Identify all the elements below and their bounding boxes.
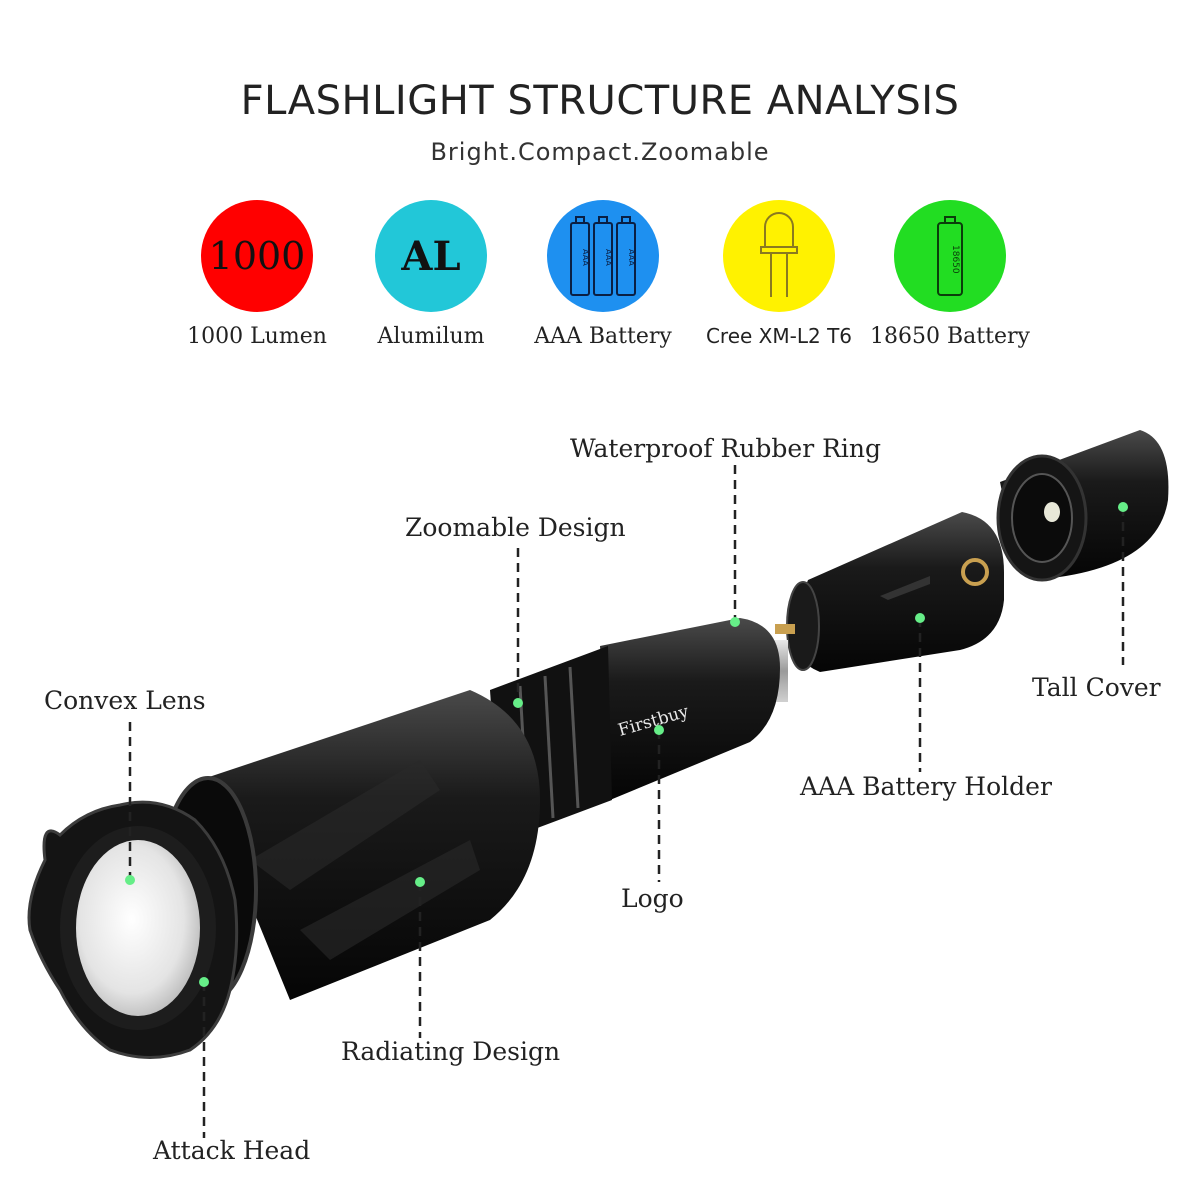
dot-zoomable-design [513, 698, 523, 708]
flashlight-body: Firstbuy [158, 618, 788, 1004]
led-bulb-icon [760, 212, 798, 297]
page-subtitle: Bright.Compact.Zoomable [430, 138, 770, 166]
dot-battery-holder [915, 613, 925, 623]
callout-logo: Logo [621, 884, 684, 913]
tail-cover [996, 430, 1169, 582]
page-title: FLASHLIGHT STRUCTURE ANALYSIS [240, 78, 960, 124]
feature-label-aluminum: Alumilum [377, 324, 485, 349]
feature-aaa-battery: AAA AAA AAA AAA Battery [503, 200, 703, 349]
aaa-text-1: AAA [581, 249, 590, 266]
attack-head [27, 800, 239, 1059]
18650-battery-badge: 18650 [894, 200, 1006, 312]
marker-dots [125, 502, 1128, 987]
battery-holder [775, 512, 1004, 672]
callout-zoomable-design: Zoomable Design [405, 513, 626, 542]
aaa-text-2: AAA [604, 249, 613, 266]
feature-label-18650: 18650 Battery [870, 324, 1030, 349]
aaa-battery-badge: AAA AAA AAA [547, 200, 659, 312]
callout-convex-lens: Convex Lens [44, 686, 206, 715]
feature-lumen: 1000 1000 Lumen [157, 200, 357, 349]
feature-cree-led: Cree XM-L2 T6 [679, 200, 879, 348]
18650-battery-icon: 18650 [937, 216, 963, 296]
callout-attack-head: Attack Head [153, 1136, 311, 1165]
convex-lens [76, 840, 200, 1016]
18650-text: 18650 [950, 245, 960, 274]
aluminum-text-icon: AL [401, 232, 461, 280]
cree-led-badge [723, 200, 835, 312]
lumen-number-icon: 1000 [208, 234, 306, 278]
callout-waterproof-ring: Waterproof Rubber Ring [570, 434, 882, 463]
dot-logo [654, 725, 664, 735]
feature-label-lumen: 1000 Lumen [187, 324, 327, 349]
callout-battery-holder: AAA Battery Holder [800, 772, 1052, 801]
dot-convex-lens [125, 875, 135, 885]
feature-label-cree: Cree XM-L2 T6 [705, 324, 853, 348]
aaa-battery-icon: AAA AAA AAA [570, 216, 636, 296]
callout-radiating-design: Radiating Design [341, 1037, 561, 1066]
callout-tall-cover: Tall Cover [1032, 673, 1161, 702]
aluminum-badge: AL [375, 200, 487, 312]
aaa-text-3: AAA [627, 249, 636, 266]
feature-label-aaa: AAA Battery [534, 324, 672, 349]
dot-tall-cover [1118, 502, 1128, 512]
dot-radiating-design [415, 877, 425, 887]
dot-waterproof-ring [730, 617, 740, 627]
lumen-badge: 1000 [201, 200, 313, 312]
feature-aluminum: AL Alumilum [331, 200, 531, 349]
dot-attack-head [199, 977, 209, 987]
feature-18650: 18650 18650 Battery [850, 200, 1050, 349]
